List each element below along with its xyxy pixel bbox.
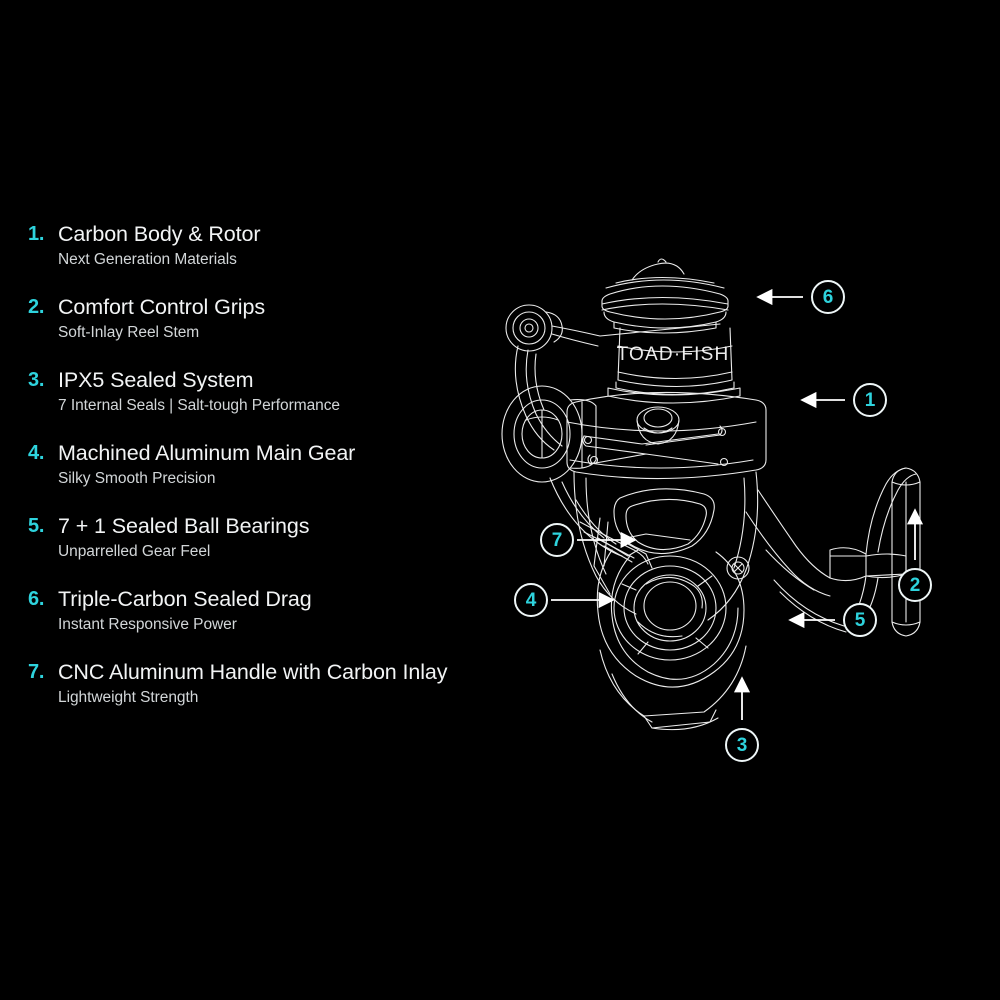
callout-badge-3[interactable]: 3: [725, 728, 759, 762]
feature-number: 3.: [28, 369, 45, 391]
feature-title: Carbon Body & Rotor: [58, 222, 261, 246]
callout-badge-2[interactable]: 2: [898, 568, 932, 602]
feature-text-block: Carbon Body & Rotor Next Generation Mate…: [58, 222, 548, 270]
callout-badge-4[interactable]: 4: [514, 583, 548, 617]
fishing-reel-illustration: TOAD·FISH: [480, 250, 1000, 790]
feature-subtitle: Silky Smooth Precision: [58, 470, 216, 487]
feature-list: 1. Carbon Body & Rotor Next Generation M…: [28, 222, 548, 733]
feature-title: Machined Aluminum Main Gear: [58, 441, 356, 465]
callout-badge-6[interactable]: 6: [811, 280, 845, 314]
feature-subtitle: Lightweight Strength: [58, 689, 199, 706]
feature-item-3: 3. IPX5 Sealed System 7 Internal Seals |…: [28, 368, 548, 416]
feature-text-block: Triple-Carbon Sealed Drag Instant Respon…: [58, 587, 548, 635]
callout-badge-5[interactable]: 5: [843, 603, 877, 637]
feature-text-block: Machined Aluminum Main Gear Silky Smooth…: [58, 441, 548, 489]
feature-number: 7.: [28, 661, 45, 683]
feature-item-7: 7. CNC Aluminum Handle with Carbon Inlay…: [28, 660, 548, 708]
feature-subtitle: Unparrelled Gear Feel: [58, 543, 211, 560]
brand-logo-text: TOAD·FISH: [617, 344, 730, 365]
feature-text-block: Comfort Control Grips Soft-Inlay Reel St…: [58, 295, 548, 343]
feature-text-block: 7 + 1 Sealed Ball Bearings Unparrelled G…: [58, 514, 548, 562]
feature-title: Triple-Carbon Sealed Drag: [58, 587, 312, 611]
feature-number: 1.: [28, 223, 45, 245]
callout-badge-7[interactable]: 7: [540, 523, 574, 557]
feature-subtitle: Instant Responsive Power: [58, 616, 237, 633]
feature-title: IPX5 Sealed System: [58, 368, 254, 392]
feature-title: CNC Aluminum Handle with Carbon Inlay: [58, 660, 448, 684]
feature-text-block: IPX5 Sealed System 7 Internal Seals | Sa…: [58, 368, 548, 416]
feature-text-block: CNC Aluminum Handle with Carbon Inlay Li…: [58, 660, 548, 708]
feature-number: 2.: [28, 296, 45, 318]
feature-number: 6.: [28, 588, 45, 610]
feature-item-4: 4. Machined Aluminum Main Gear Silky Smo…: [28, 441, 548, 489]
feature-subtitle: Soft-Inlay Reel Stem: [58, 324, 200, 341]
feature-title: 7 + 1 Sealed Ball Bearings: [58, 514, 310, 538]
feature-subtitle: Next Generation Materials: [58, 251, 237, 268]
feature-title: Comfort Control Grips: [58, 295, 265, 319]
feature-subtitle: 7 Internal Seals | Salt-tough Performanc…: [58, 397, 340, 414]
feature-number: 4.: [28, 442, 45, 464]
feature-item-6: 6. Triple-Carbon Sealed Drag Instant Res…: [28, 587, 548, 635]
feature-item-5: 5. 7 + 1 Sealed Ball Bearings Unparrelle…: [28, 514, 548, 562]
feature-item-1: 1. Carbon Body & Rotor Next Generation M…: [28, 222, 548, 270]
callout-badge-1[interactable]: 1: [853, 383, 887, 417]
feature-number: 5.: [28, 515, 45, 537]
feature-item-2: 2. Comfort Control Grips Soft-Inlay Reel…: [28, 295, 548, 343]
